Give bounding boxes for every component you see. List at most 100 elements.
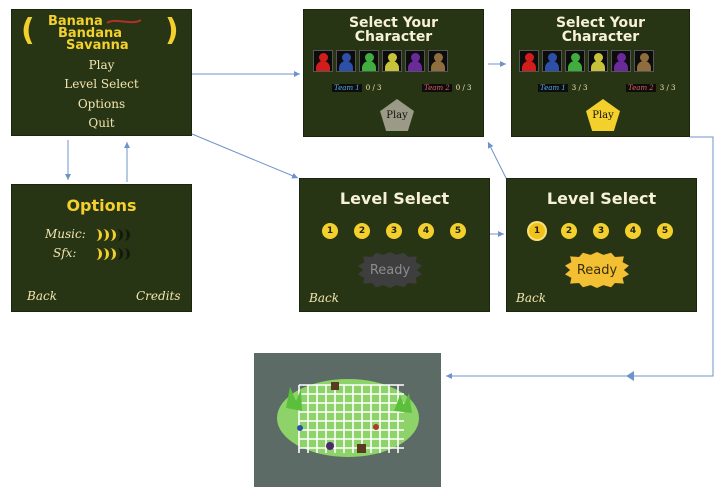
- main-menu-screen: ( ) Banana Bandana Savanna Play Level Se…: [11, 9, 192, 136]
- level-button-5[interactable]: 5: [450, 223, 466, 239]
- play-button-disabled[interactable]: Play: [380, 99, 414, 131]
- logo-right-bracket: ): [165, 13, 179, 48]
- logo-left-bracket: (: [21, 13, 35, 48]
- character-head: [388, 53, 397, 62]
- character-body: [614, 61, 628, 71]
- play-button-enabled[interactable]: Play: [586, 99, 620, 131]
- character-head: [411, 53, 420, 62]
- level-back-button[interactable]: Back: [516, 291, 546, 305]
- team2-label: Team 2: [626, 84, 656, 92]
- volume-banana-icon[interactable]: [124, 229, 130, 241]
- level-back-button[interactable]: Back: [309, 291, 339, 305]
- volume-banana-icon[interactable]: [124, 248, 130, 260]
- team2-label: Team 2: [422, 84, 452, 92]
- options-credits-button[interactable]: Credits: [136, 289, 181, 303]
- player-token: [326, 442, 334, 450]
- volume-banana-icon[interactable]: [117, 229, 123, 241]
- menu-item-quit[interactable]: Quit: [88, 116, 115, 130]
- character-portrait[interactable]: [313, 50, 333, 72]
- character-portrait[interactable]: [382, 50, 402, 72]
- options-title: Options: [66, 196, 137, 215]
- logo-word-bandana: Bandana: [58, 26, 123, 41]
- team1-label: Team 1: [332, 84, 362, 92]
- character-select-title-line1: Select Your: [348, 15, 439, 31]
- character-portrait[interactable]: [565, 50, 585, 72]
- character-head: [342, 53, 351, 62]
- level-button-1[interactable]: 1: [529, 223, 545, 239]
- character-body: [637, 61, 651, 71]
- character-head: [434, 53, 443, 62]
- level-button-4[interactable]: 4: [625, 223, 641, 239]
- menu-item-play[interactable]: Play: [88, 58, 115, 72]
- character-body: [568, 61, 582, 71]
- character-head: [319, 53, 328, 62]
- menu-item-level-select[interactable]: Level Select: [64, 77, 139, 91]
- character-body: [545, 61, 559, 71]
- arrow-character-to-game: [446, 136, 714, 379]
- options-back-button[interactable]: Back: [27, 289, 57, 303]
- options-screen: Options Music: Sfx: Back Credits: [11, 184, 192, 312]
- character-portrait[interactable]: [359, 50, 379, 72]
- level-select-title: Level Select: [339, 189, 450, 208]
- bush-left: [286, 387, 302, 411]
- level-button-3[interactable]: 3: [593, 223, 609, 239]
- character-select-title-line2: Character: [354, 29, 433, 45]
- character-body: [316, 61, 330, 71]
- character-body: [522, 61, 536, 71]
- character-portrait[interactable]: [519, 50, 539, 72]
- character-portrait[interactable]: [336, 50, 356, 72]
- gameplay-screen: [254, 353, 441, 487]
- character-body: [431, 61, 445, 71]
- character-portrait[interactable]: [405, 50, 425, 72]
- game-arena: [277, 379, 419, 457]
- level-button-3[interactable]: 3: [386, 223, 402, 239]
- sfx-label: Sfx:: [53, 246, 77, 260]
- ready-button-disabled[interactable]: Ready: [358, 252, 422, 288]
- team1-label: Team 1: [538, 84, 568, 92]
- character-head: [548, 53, 557, 62]
- character-head: [525, 53, 534, 62]
- volume-banana-icon[interactable]: [103, 248, 109, 260]
- arrow-level-to-character: [487, 141, 508, 181]
- bush-right: [394, 393, 412, 413]
- crate: [331, 382, 339, 390]
- arrow-menu-to-level-select: [191, 133, 299, 179]
- character-select-title-line2: Character: [561, 29, 640, 45]
- level-button-2[interactable]: 2: [354, 223, 370, 239]
- volume-banana-icon[interactable]: [96, 229, 102, 241]
- level-button-4[interactable]: 4: [418, 223, 434, 239]
- volume-banana-icon[interactable]: [117, 248, 123, 260]
- volume-banana-icon[interactable]: [110, 248, 116, 260]
- character-portrait[interactable]: [588, 50, 608, 72]
- ready-button-enabled[interactable]: Ready: [565, 252, 629, 288]
- sfx-volume-slider[interactable]: [96, 248, 130, 260]
- crate: [357, 444, 366, 453]
- level-select-title: Level Select: [546, 189, 657, 208]
- character-head: [640, 53, 649, 62]
- team1-count: 0 / 3: [365, 84, 382, 92]
- character-head: [365, 53, 374, 62]
- level-button-5[interactable]: 5: [657, 223, 673, 239]
- bandana-icon: [106, 19, 142, 24]
- level-button-1[interactable]: 1: [322, 223, 338, 239]
- character-head: [594, 53, 603, 62]
- volume-banana-icon[interactable]: [96, 248, 102, 260]
- volume-banana-icon[interactable]: [103, 229, 109, 241]
- level-button-2[interactable]: 2: [561, 223, 577, 239]
- player-token: [373, 424, 379, 430]
- character-body: [362, 61, 376, 71]
- character-body: [591, 61, 605, 71]
- character-portrait[interactable]: [428, 50, 448, 72]
- music-volume-slider[interactable]: [96, 229, 130, 241]
- character-portrait[interactable]: [634, 50, 654, 72]
- character-portrait[interactable]: [542, 50, 562, 72]
- character-portrait[interactable]: [611, 50, 631, 72]
- menu-item-options[interactable]: Options: [77, 97, 126, 111]
- volume-banana-icon[interactable]: [110, 229, 116, 241]
